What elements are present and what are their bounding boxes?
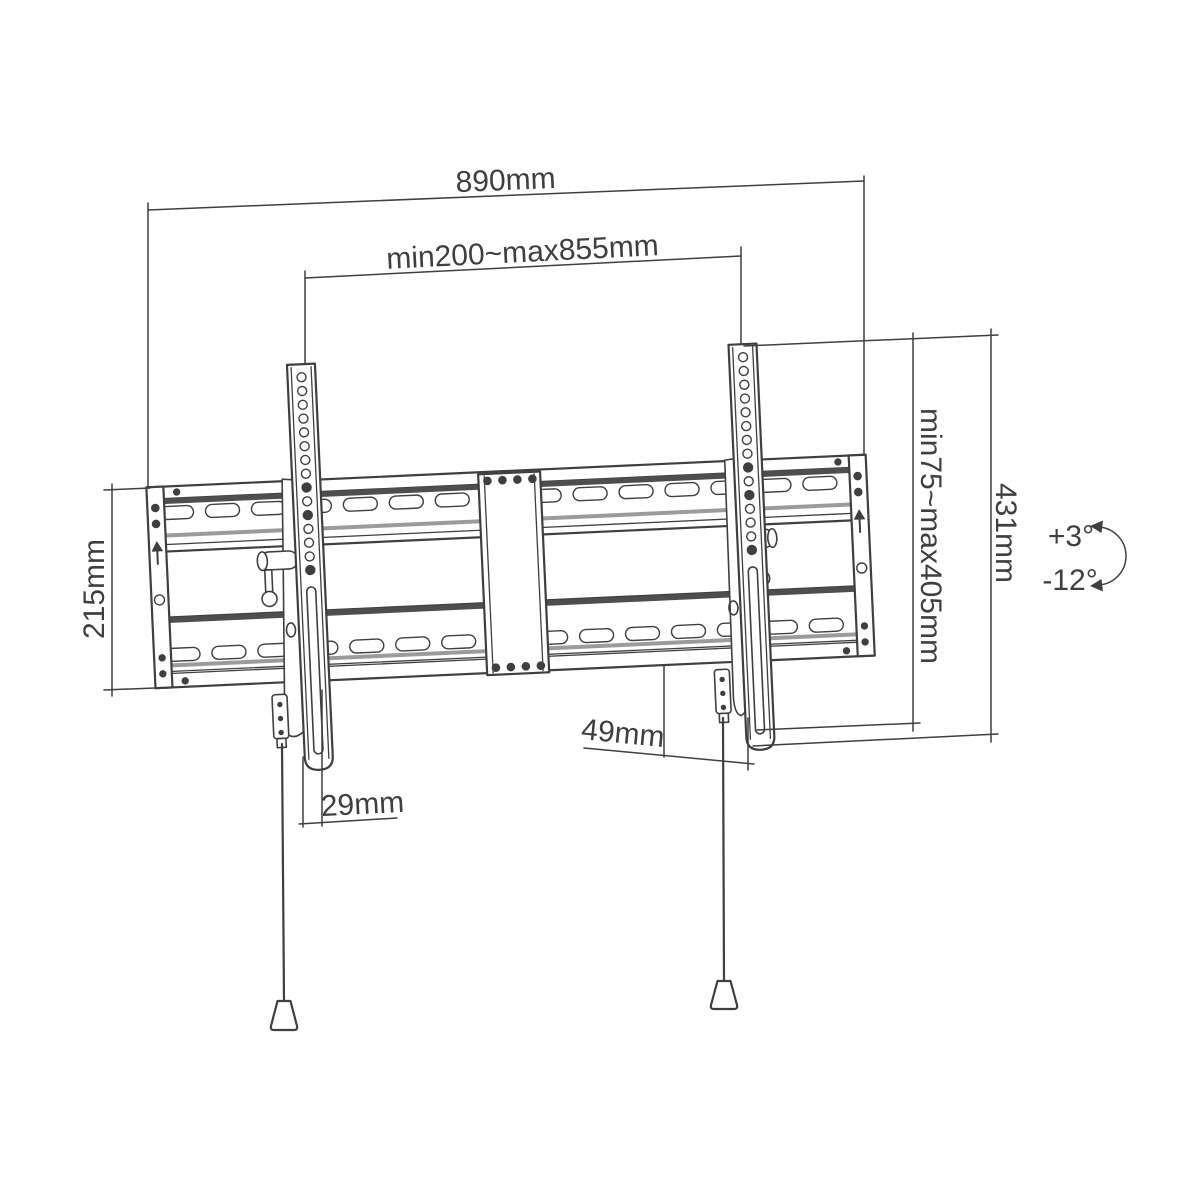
tilt-arrow-down	[1090, 579, 1103, 592]
right-tilt-arm	[723, 457, 747, 717]
mount-assembly	[145, 342, 876, 771]
left-pull-cord	[280, 742, 286, 1003]
release-pull-cords	[269, 716, 739, 1032]
right-end-plate	[847, 453, 876, 658]
left-lever	[256, 550, 299, 608]
center-plate-screws	[483, 474, 546, 673]
right-bracket-slot	[747, 566, 766, 735]
label-bottom-gap: 49mm	[580, 713, 666, 754]
label-bracket-height: 431mm	[989, 483, 1022, 583]
tilt-arms	[281, 457, 747, 738]
center-plate	[477, 470, 551, 677]
label-tilt-down: -12°	[1042, 564, 1097, 597]
label-overall-width: 890mm	[455, 162, 556, 199]
right-pull-cord	[721, 716, 726, 983]
dimension-profile-offset: 29mm	[298, 689, 405, 828]
tilt-arrow-up	[1090, 520, 1103, 533]
left-lever-knob	[261, 590, 278, 608]
dimension-overall-width: 890mm	[147, 162, 865, 489]
label-profile-offset: 29mm	[320, 786, 405, 823]
vesa-hole-columns	[296, 351, 758, 576]
dimension-plate-height: 215mm	[78, 483, 156, 697]
label-hole-height-range: min75~max405mm	[914, 408, 947, 664]
left-end-plate	[145, 485, 174, 690]
left-bracket-slot	[305, 586, 324, 755]
end-plate-details	[151, 471, 869, 678]
label-hole-width-range: min200~max855mm	[386, 229, 660, 276]
dimension-bottom-gap: 49mm	[580, 665, 755, 771]
label-wall-plate-height: 215mm	[78, 539, 111, 639]
label-tilt-up: +3°	[1048, 520, 1094, 553]
wall-plate-end-caps	[145, 453, 876, 690]
left-cord-pull	[269, 999, 299, 1032]
right-cord-pull	[709, 979, 739, 1011]
dimension-hole-width-range: min200~max855mm	[304, 229, 742, 365]
cord-locks	[271, 668, 732, 749]
dimension-right-heights: min75~max405mm 431mm	[743, 328, 1022, 747]
tilt-angle-annotation: +3° -12°	[1042, 520, 1127, 597]
